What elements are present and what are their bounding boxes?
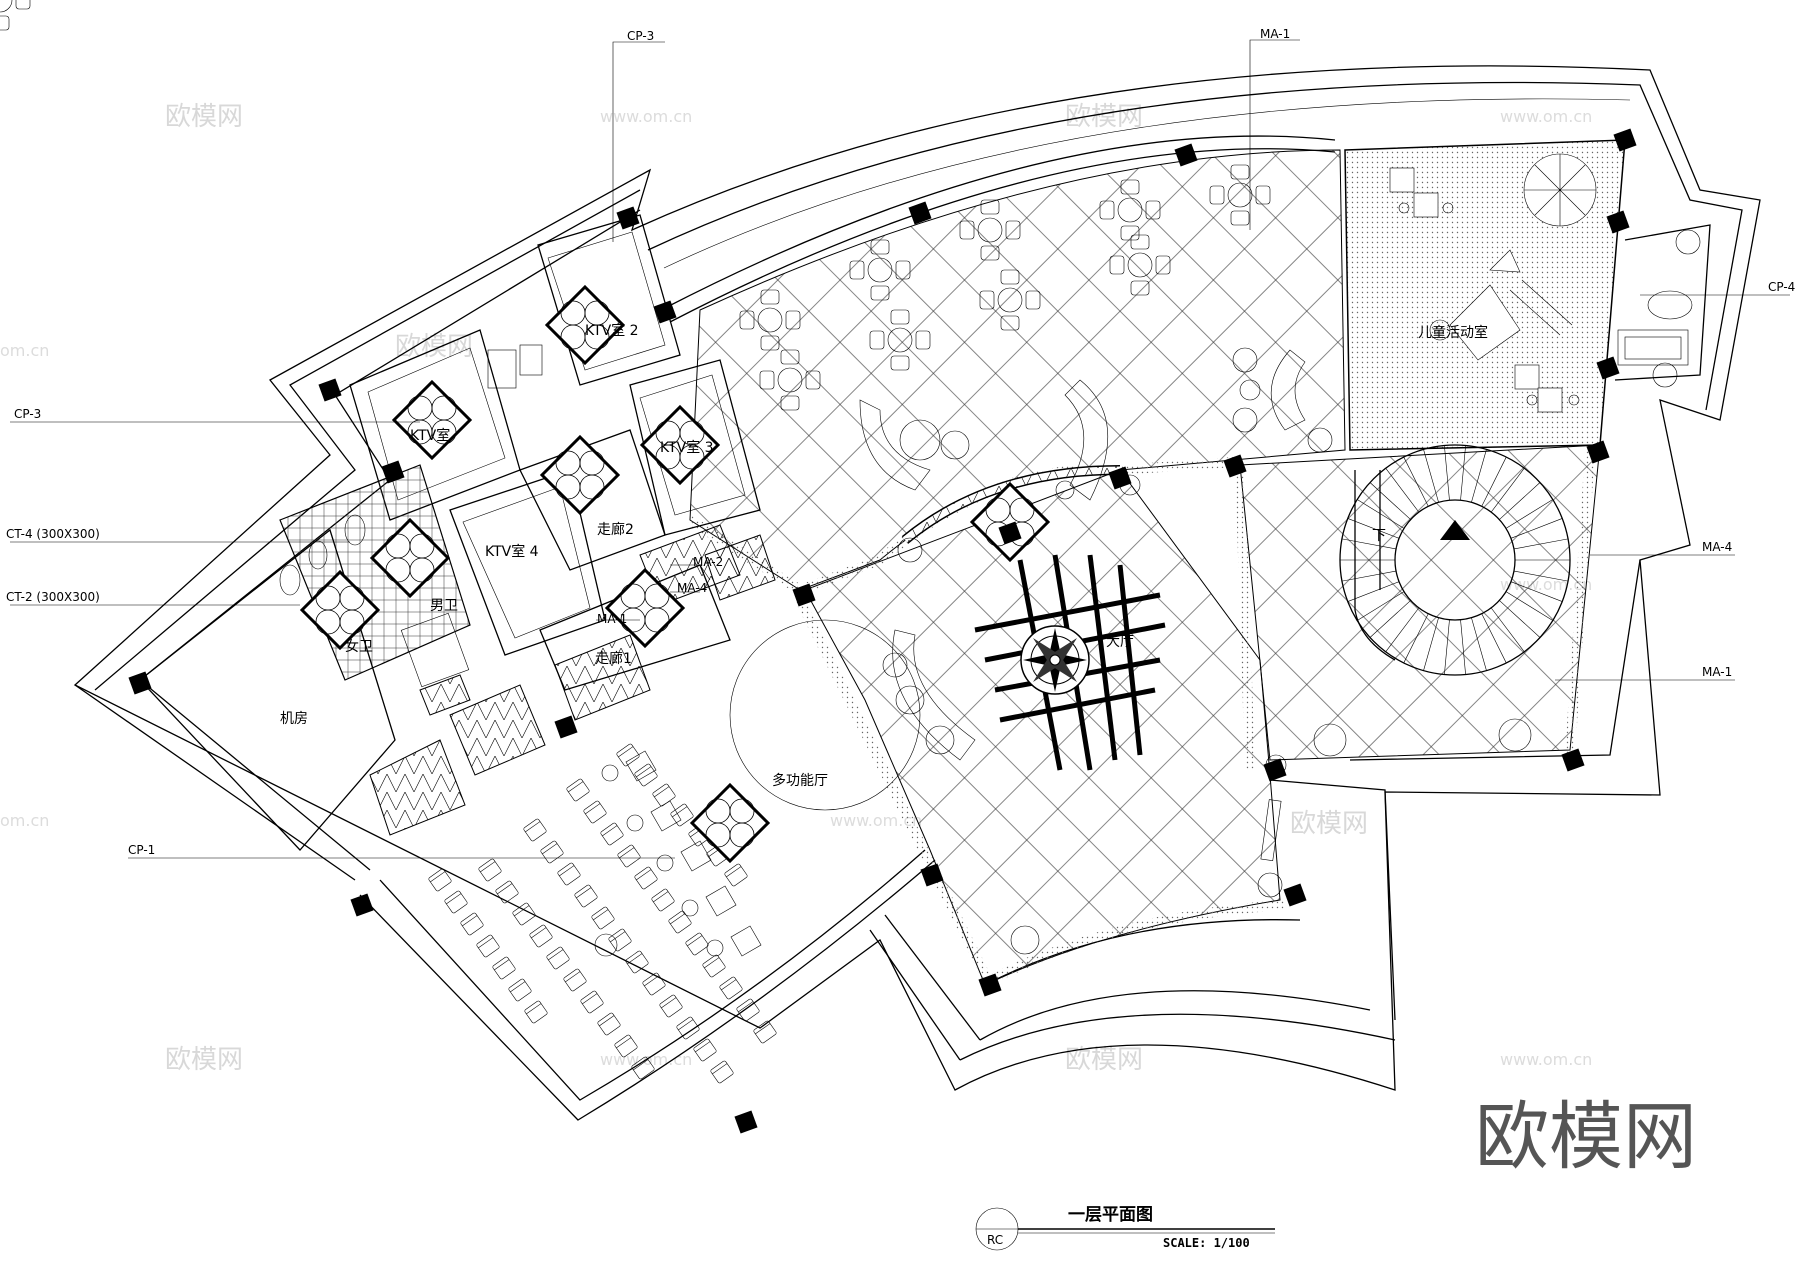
finish-markers (299, 284, 1051, 864)
callout-ma4-mid: MA-4 (677, 581, 707, 595)
room-label-corridor1: 走廊1 (595, 650, 632, 667)
lobby-floor (687, 149, 1601, 988)
watermark: www.om.cn (1500, 1050, 1592, 1069)
callout-ma1-right: MA-1 (1702, 665, 1732, 679)
watermark: om.cn (0, 811, 49, 830)
watermark-layer: 欧模网 欧模网 欧模网 欧模网 欧模网 欧模网 www.om.cn www.om… (0, 102, 1592, 1075)
watermark: 欧模网 (1290, 809, 1368, 839)
room-label-corridor2: 走廊2 (597, 521, 634, 538)
callout-cp3-left: CP-3 (14, 407, 41, 421)
drawing-scale: SCALE: 1/100 (1163, 1236, 1250, 1250)
brand-logo: 欧模网 (1475, 1094, 1697, 1180)
room-label-multi: 多功能厅 (772, 772, 828, 789)
room-label-kids: 儿童活动室 (1418, 324, 1488, 341)
room-label-ktv1: KTV室 (410, 427, 450, 444)
watermark: www.om.cn (830, 811, 922, 830)
watermark: 欧模网 (1065, 102, 1143, 132)
planters (897, 474, 1532, 955)
title-block: RC 一层平面图 SCALE: 1/100 (975, 1205, 1275, 1251)
rc-symbol-text: RC (987, 1233, 1003, 1247)
dining-tables (0, 0, 1271, 411)
room-label-male-wc: 男卫 (430, 598, 458, 614)
lobby-furniture (859, 347, 1333, 862)
drawing-title: 一层平面图 (1068, 1205, 1153, 1225)
callout-ct2: CT-2 (300X300) (6, 590, 100, 604)
callouts: CP-3 CP-3 CT-4 (300X300) CT-2 (300X300) … (6, 27, 1795, 859)
spiral-stair (1339, 444, 1571, 676)
multi-hall (428, 619, 921, 1084)
room-label-lobby: 大厅 (1106, 634, 1134, 650)
callout-cp1: CP-1 (128, 843, 155, 857)
room-label-female-wc: 女卫 (345, 638, 373, 655)
room-label-ktv4: KTV室 4 (485, 543, 539, 560)
watermark: www.om.cn (1500, 107, 1592, 126)
callout-cp3-top: CP-3 (627, 29, 654, 43)
watermark: 欧模网 (395, 332, 473, 362)
building-outline (73, 65, 1761, 1121)
lobby-inlay (974, 554, 1166, 771)
room-label-machine: 机房 (280, 711, 308, 727)
room-labels: KTV室 KTV室 2 KTV室 3 KTV室 4 走廊2 走廊1 男卫 女卫 … (280, 322, 1488, 789)
callout-ma2: MA-2 (693, 555, 723, 569)
kids-room (1344, 139, 1711, 451)
callout-ma4-right: MA-4 (1702, 540, 1732, 554)
callout-ct4: CT-4 (300X300) (6, 527, 100, 541)
structural-columns (128, 128, 1637, 1134)
room-label-ktv2: KTV室 2 (585, 322, 639, 339)
callout-cp4: CP-4 (1768, 280, 1795, 294)
west-wing (139, 214, 776, 851)
watermark: om.cn (0, 341, 49, 360)
watermark: www.om.cn (600, 107, 692, 126)
watermark: 欧模网 (165, 102, 243, 132)
watermark: 欧模网 (165, 1045, 243, 1075)
stair-down-label: 下 (1372, 528, 1386, 544)
callout-ma1-top: MA-1 (1260, 27, 1290, 41)
room-label-ktv3: KTV室 3 (660, 439, 714, 456)
callout-ma1-mid: MA-1 (597, 612, 627, 626)
